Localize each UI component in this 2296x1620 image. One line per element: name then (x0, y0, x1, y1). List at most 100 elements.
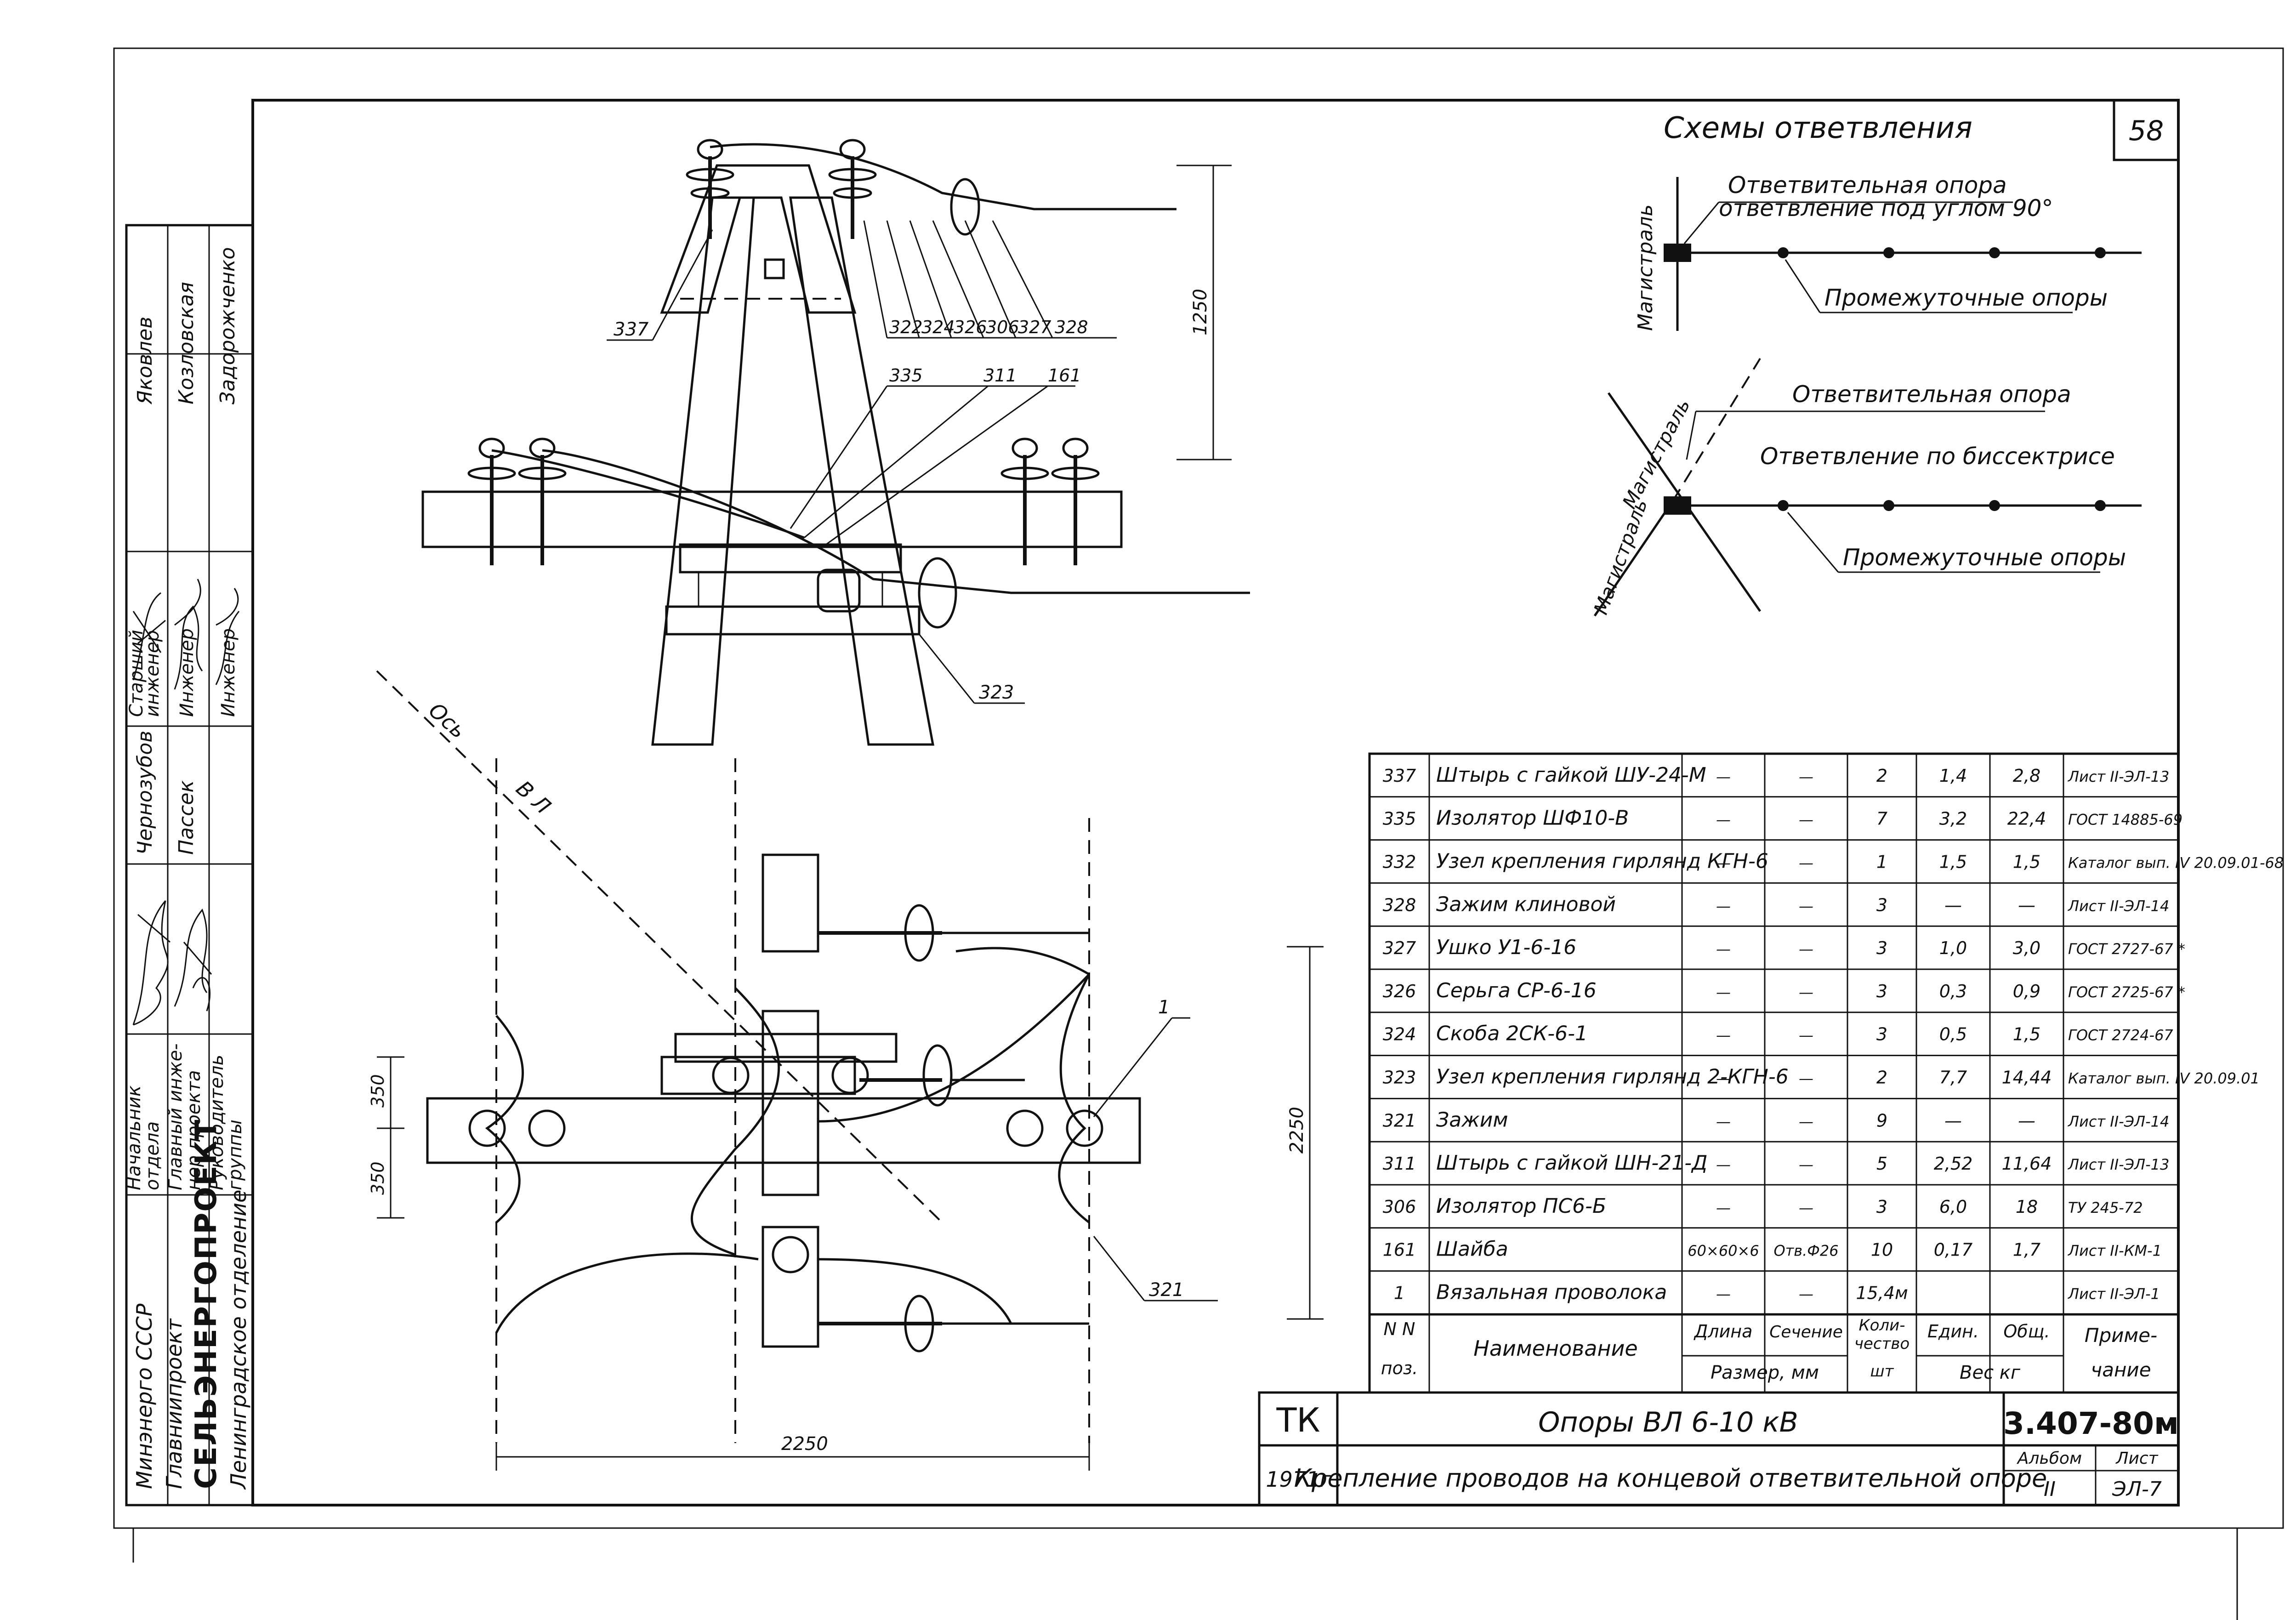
callout-161: 161 (1048, 365, 1081, 386)
cell-pos: 161 (1383, 1240, 1416, 1260)
cell-name: Скоба 2СК-6-1 (1436, 1022, 1588, 1046)
sheet-number-box (2113, 99, 2180, 161)
cell-unit: 1,4 (1939, 766, 1967, 786)
cell-note: ГОСТ 2727-67 * (2068, 940, 2185, 958)
cell-note: ГОСТ 14885-69 (2068, 811, 2182, 829)
cell-qty: 7 (1876, 809, 1887, 829)
elevation-view: 1250 337 322 324 326 306 327 328 335 311 (421, 139, 1250, 746)
cell-length: — (1716, 983, 1731, 1001)
stamp-org-3: СЕЛЬЭНЕРГОПРОЕКТ (189, 1119, 223, 1489)
cell-qty: 5 (1876, 1154, 1887, 1174)
dim-350-b: 350 (368, 1161, 388, 1195)
header-qty-2: чество (1854, 1335, 1910, 1353)
header-unit: Един. (1927, 1321, 1979, 1341)
cell-name: Серьга СР-6-16 (1436, 979, 1597, 1002)
stamp-right-name-1: Яковлев (133, 317, 157, 405)
cell-unit: 1,0 (1939, 938, 1967, 958)
cell-unit: — (1944, 1110, 1962, 1131)
cell-name: Узел крепления гирлянд 2-КГН-6 (1436, 1065, 1789, 1089)
cell-note: ТУ 245-72 (2068, 1199, 2143, 1216)
callout-326: 326 (954, 317, 987, 337)
callout-327: 327 (1018, 317, 1051, 337)
dim-2250-vertical: 2250 (1286, 1107, 1307, 1154)
cell-qty: 1 (1876, 852, 1887, 872)
plan-view: 2250 2250 350 350 1 321 (368, 758, 1324, 1471)
header-size-group: Размер, мм (1711, 1362, 1819, 1383)
cell-unit: 1,5 (1939, 852, 1967, 872)
axis-label-2: В Л (511, 776, 556, 819)
cell-total: 1,7 (2013, 1240, 2040, 1260)
left-stamp: Минэнерго СССР Главниипроект СЕЛЬЭНЕРГОП… (124, 224, 254, 1506)
scheme2-branch-support: Ответвительная опора (1792, 381, 2071, 408)
cell-section: — (1799, 1199, 1813, 1216)
cell-length: — (1716, 1285, 1731, 1303)
cell-section: — (1799, 768, 1813, 785)
cell-qty: 2 (1876, 1068, 1887, 1088)
cell-total: 1,5 (2013, 852, 2040, 872)
stamp-right-role-1b: инженер (142, 630, 163, 717)
cell-qty: 3 (1876, 1024, 1887, 1045)
cell-section: — (1799, 1285, 1813, 1303)
dim-2250-horizontal: 2250 (781, 1433, 828, 1455)
cell-name: Вязальная проволока (1436, 1281, 1667, 1304)
cell-name: Штырь с гайкой ШУ-24-М (1436, 763, 1706, 787)
callout-324: 324 (921, 317, 955, 337)
cell-unit: 0,3 (1939, 981, 1967, 1001)
scheme1-branch-angle: ответвление под углом 90° (1719, 195, 2053, 222)
cell-name: Зажим (1436, 1108, 1508, 1131)
cell-qty: 2 (1876, 766, 1887, 786)
cell-note: Лист II-ЭЛ-14 (2068, 1113, 2169, 1130)
stamp-org-1: Минэнерго СССР (132, 1303, 157, 1489)
schemes-title: Схемы ответвления (1664, 111, 1972, 145)
cell-note: Лист II-ЭЛ-13 (2068, 768, 2169, 785)
cell-total: — (2018, 1110, 2035, 1131)
cell-unit: 2,52 (1934, 1154, 1973, 1174)
header-pos-1: N N (1384, 1319, 1415, 1339)
cell-pos: 306 (1383, 1197, 1416, 1217)
title-sheet-value: ЭЛ-7 (2112, 1478, 2162, 1501)
cell-length: — (1716, 1199, 1731, 1216)
cell-qty: 3 (1876, 1197, 1887, 1217)
cell-total: 1,5 (2013, 1024, 2040, 1045)
header-pos-2: поз. (1381, 1358, 1418, 1378)
cell-name: Штырь с гайкой ШН-21-Д (1436, 1151, 1707, 1175)
cell-qty: 9 (1876, 1110, 1887, 1131)
cell-pos: 321 (1383, 1110, 1416, 1131)
cell-section: — (1799, 983, 1813, 1001)
stamp-right-name-2: Козловская (175, 282, 198, 404)
cell-qty: 3 (1876, 981, 1887, 1001)
callout-337: 337 (614, 319, 649, 340)
cell-pos: 326 (1383, 981, 1416, 1001)
stamp-org-4: Ленинградское отделение (226, 1190, 251, 1490)
axis-label-1: Ось (424, 698, 471, 743)
cell-section: — (1799, 811, 1813, 829)
cell-pos: 327 (1383, 938, 1416, 958)
title-code: ТК (1276, 1401, 1320, 1439)
cell-qty: 3 (1876, 938, 1887, 958)
scheme2-mainline-b: Магистраль (1589, 496, 1652, 618)
stamp-role-2b: нер проекта (183, 1070, 205, 1190)
cell-unit: 7,7 (1939, 1068, 1967, 1088)
cell-total: 0,9 (2013, 981, 2040, 1001)
scheme1-branch-support: Ответвительная опора (1728, 172, 2007, 199)
callout-335: 335 (889, 365, 923, 386)
cell-pos: 311 (1383, 1154, 1416, 1174)
header-name: Наименование (1473, 1336, 1637, 1361)
callout-311: 311 (983, 365, 1017, 386)
signature-mark (215, 588, 240, 685)
cell-length: — (1716, 1113, 1731, 1130)
cell-length: — (1716, 768, 1731, 785)
header-note-1: Приме- (2085, 1324, 2157, 1347)
cell-section: — (1799, 854, 1813, 872)
stamp-role-2a: Главный инже- (165, 1043, 186, 1190)
scheme2-mainline-a: Магистраль (1618, 395, 1695, 512)
title-subtitle: Крепление проводов на концевой ответвите… (1294, 1464, 2047, 1493)
